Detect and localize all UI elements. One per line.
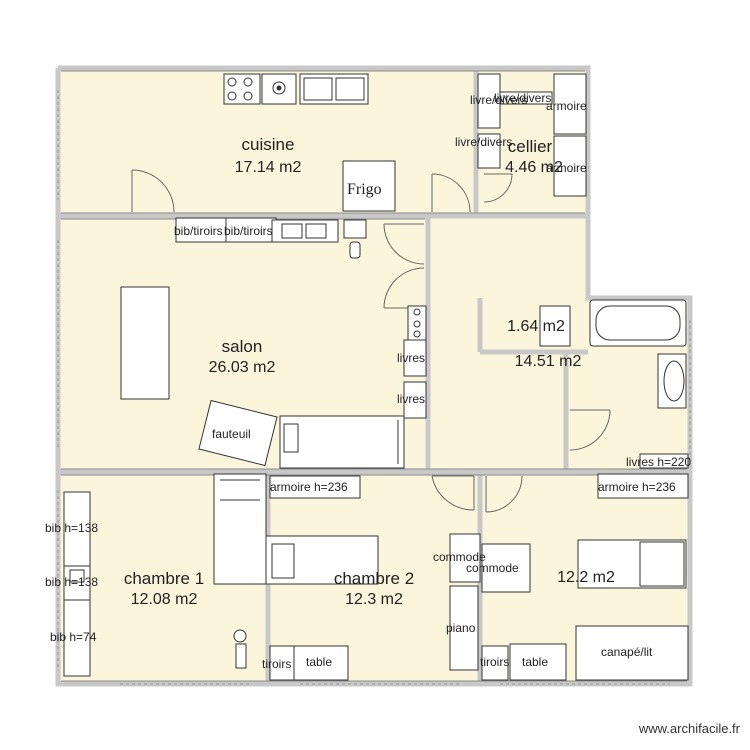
door-bain [569,409,611,451]
room-area-chambre1: 12.08 m2 [131,591,198,608]
room-area-bain: 1.64 m2 [507,318,565,335]
label-bib-tiroirs-1: bib/tiroirs [174,224,223,238]
label-armoire-h236-2: armoire h=236 [598,480,676,494]
sofa [279,415,405,469]
door-cuisine-right [431,173,471,213]
label-commode-1: commode [433,550,486,564]
fauteuil-box [198,399,278,467]
label-piano: piano [446,621,476,635]
label-fauteuil: fauteuil [212,427,251,441]
room-name-cuisine: cuisine [242,135,295,154]
chambre2-furniture [265,475,481,681]
room-area-hall: 14.51 m2 [515,353,582,370]
door-chambre2 [431,475,475,511]
kitchen-appliances [223,73,396,212]
label-armoire-2: armoire [546,161,587,175]
label-armoire-h236-1: armoire h=236 [270,480,348,494]
label-frigo: Frigo [347,181,382,198]
windows [57,90,691,685]
label-livre-divers-2: livre/divers [494,91,551,105]
bathroom-furniture [539,299,689,469]
salon-furniture [120,217,427,469]
room-name-chambre2: chambre 2 [334,569,414,588]
bed-1 [213,473,267,585]
room-area-cuisine: 17.14 m2 [235,159,302,176]
label-commode-2: commode [466,561,519,575]
door-salon-double [383,223,425,309]
furniture-labels: livre/divers livre/divers livre/divers a… [45,91,691,671]
label-livres-h220: livres h=220 [626,455,691,469]
room-area-cellier: 4.46 m2 [505,159,563,176]
room-area-chambre3: 12.2 m2 [557,569,615,586]
label-canape-lit: canapé/lit [601,645,653,659]
label-table-1: table [306,655,332,669]
room-area-chambre2: 12.3 m2 [345,591,403,608]
door-cuisine-left [131,169,175,213]
room-name-chambre1: chambre 1 [124,569,204,588]
label-livres-1: livres [397,351,425,365]
fridge [342,160,396,212]
label-livre-divers-1: livre/divers [470,93,527,107]
label-bib-h138-2: bib h=138 [45,575,98,589]
door-cellier [483,173,513,203]
doors [131,169,611,513]
room-name-cellier: cellier [508,137,553,156]
chambre1-furniture [63,473,267,677]
label-armoire-1: armoire [546,99,587,113]
label-bib-h74: bib h=74 [50,630,97,644]
label-table-2: table [522,655,548,669]
label-bib-tiroirs-2: bib/tiroirs [224,224,273,238]
door-chambre3 [485,475,523,513]
cellier-furniture [477,73,587,197]
watermark: www.archifacile.fr [638,721,740,736]
room-name-salon: salon [222,337,263,356]
label-bib-h138-1: bib h=138 [45,521,98,535]
room-labels: cuisine 17.14 m2 cellier 4.46 m2 salon 2… [124,135,615,608]
room-area-salon: 26.03 m2 [209,359,276,376]
label-tiroirs-2: tiroirs [480,655,509,669]
table-salon [120,286,170,400]
label-livre-divers-3: livre/divers [455,135,512,149]
chambre3-furniture [481,473,689,681]
label-livres-2: livres [397,392,425,406]
label-tiroirs-1: tiroirs [262,657,291,671]
